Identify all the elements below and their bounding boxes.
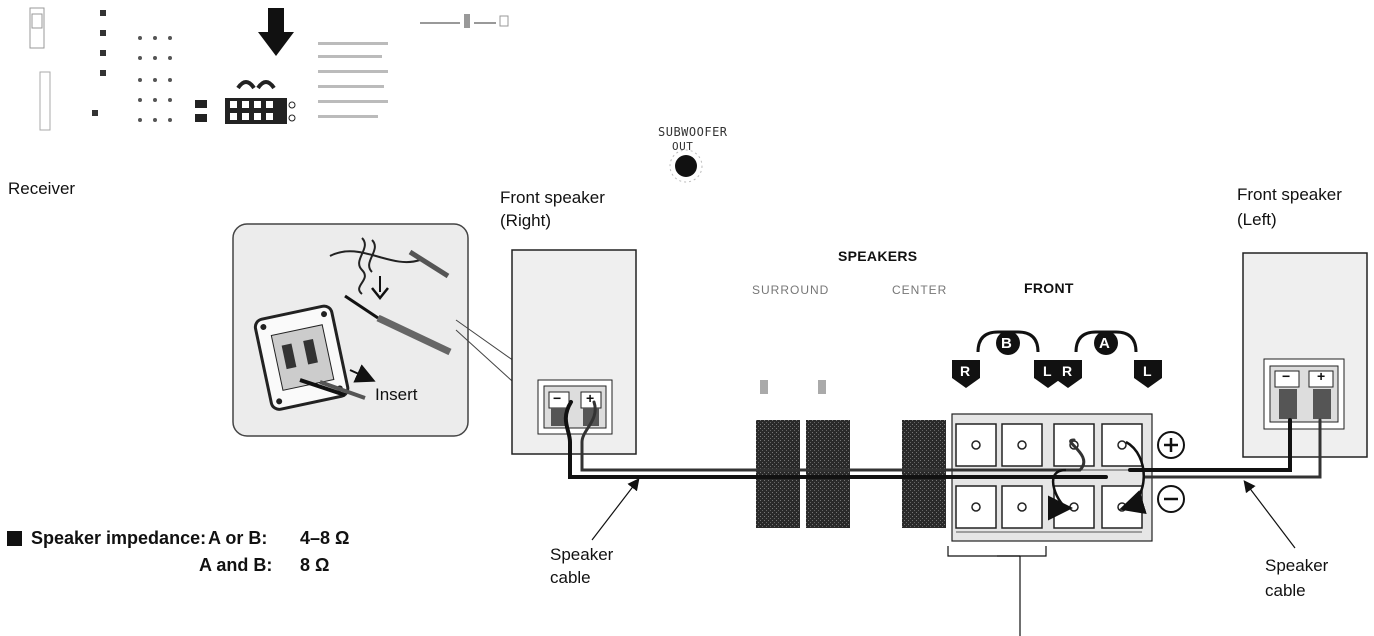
bracket-b-terminals	[947, 546, 1047, 636]
subwoofer-out-label: OUT	[672, 140, 694, 153]
plus-circle-icon	[1157, 431, 1185, 459]
speaker-cable-right-label: Speaker	[1265, 556, 1329, 575]
surround-label: SURROUND	[752, 283, 830, 297]
receiver-thumbnail	[29, 7, 509, 131]
impedance-title: Speaker impedance:	[31, 528, 207, 548]
receiver-terminal-block-icon	[225, 80, 296, 124]
insert-label: Insert	[375, 385, 418, 404]
badge-group-b	[952, 330, 1062, 388]
impedance-row1-key: A or B:	[208, 528, 268, 548]
terminal-row-plus	[955, 423, 1143, 467]
badge-a-letter: A	[1099, 335, 1110, 352]
receiver-label: Receiver	[8, 179, 76, 198]
right-plus-sign: +	[586, 390, 595, 406]
impedance-row2-value: 8 Ω	[300, 555, 330, 575]
callout-line-cable-right	[1243, 480, 1296, 549]
front-speaker-left-sub: (Left)	[1237, 210, 1277, 229]
center-terminals	[902, 420, 946, 528]
speakers-heading: SPEAKERS	[838, 248, 918, 264]
center-label: CENTER	[892, 283, 948, 297]
badge-b-l: L	[1043, 363, 1052, 379]
front-speaker-left-cabinet	[1242, 252, 1368, 458]
badge-group-a	[1054, 330, 1162, 388]
callout-line-cable-left	[591, 478, 640, 541]
front-label: FRONT	[1024, 280, 1074, 296]
speaker-cable-right-sub: cable	[1265, 581, 1306, 600]
impedance-bullet-icon	[7, 531, 22, 546]
surround-terminals	[756, 380, 850, 528]
badge-a-l: L	[1143, 363, 1152, 379]
impedance-row1-value: 4–8 Ω	[300, 528, 350, 548]
front-speaker-left-label: Front speaker	[1237, 185, 1342, 204]
down-arrow-icon	[258, 8, 294, 56]
speaker-cable-left-sub: cable	[550, 568, 591, 587]
badge-a-r: R	[1062, 363, 1073, 379]
speaker-cable-right	[563, 400, 1108, 479]
left-plus-sign: +	[1317, 368, 1326, 384]
speaker-cable-left	[1128, 418, 1322, 479]
front-speaker-right-label: Front speaker	[500, 188, 605, 207]
impedance-row2-key: A and B:	[199, 555, 273, 575]
front-speaker-right-sub: (Right)	[500, 211, 552, 230]
subwoofer-out-jack	[669, 149, 703, 183]
right-minus-sign: −	[553, 390, 562, 406]
badge-b-letter: B	[1001, 335, 1012, 352]
left-minus-sign: −	[1282, 368, 1291, 384]
minus-circle-icon	[1157, 485, 1185, 513]
badge-b-r: R	[960, 363, 971, 379]
speaker-cable-left-label: Speaker	[550, 545, 614, 564]
front-speaker-right-cabinet	[511, 249, 637, 455]
subwoofer-label: SUBWOOFER	[658, 125, 728, 139]
